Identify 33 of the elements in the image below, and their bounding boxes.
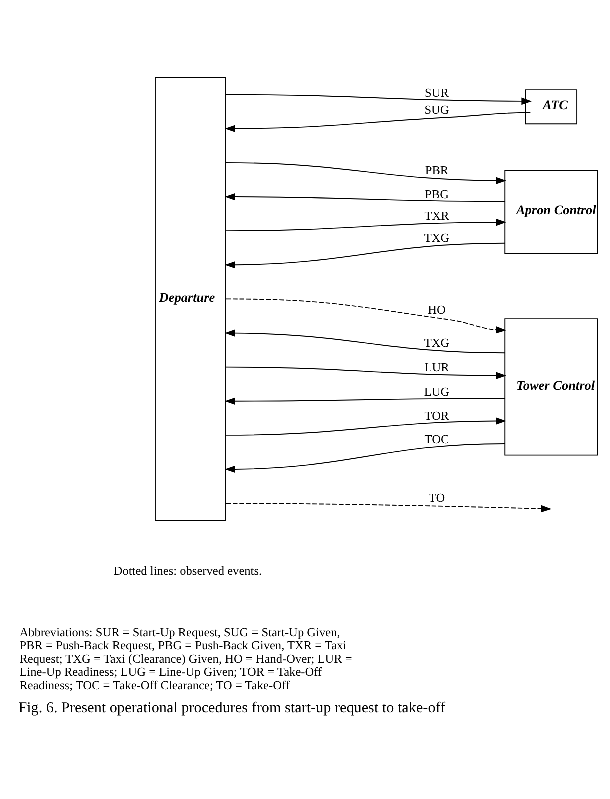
edge-label: SUR: [425, 86, 449, 100]
edge-label: TXG: [424, 336, 450, 350]
arrow: [225, 444, 506, 474]
node-box: Tower Control: [504, 318, 598, 456]
arrow: [225, 330, 506, 354]
arrow: [226, 162, 507, 185]
arrow: [225, 112, 532, 132]
edge-label: LUG: [424, 385, 450, 400]
arrow: [226, 503, 552, 513]
edge-label: TXG: [424, 230, 450, 245]
edge-label: TO: [428, 491, 446, 506]
edge-label: HO: [428, 302, 446, 317]
arrow: [226, 218, 507, 232]
node-box: Apron Control: [504, 170, 598, 254]
caption: Fig. 6. Present operational procedures from start-up request to take-off: [18, 700, 446, 717]
arrow: [226, 418, 507, 436]
node-box: Departure: [155, 77, 226, 522]
label: Abbreviations: SUR = Start-Up Request, SUG = Start-Up Given, PBR = Push-Back Request, PBG = Push-Back Given, TXR = Taxi Request; TXG = Taxi (Clearance) Given, HO = Hand-Over; LUR = Line-Up Readiness; LUG = Line-Up Given; TOR = Take-Off Readiness; TOC = Take-Off Clearance; TO = Take-Off: [20, 625, 352, 692]
edge-label: PBG: [425, 187, 449, 202]
arrow: [226, 94, 532, 106]
label: Dotted lines: observed events.: [114, 564, 262, 578]
node-box: ATC: [525, 90, 578, 125]
edge-label: SUG: [424, 103, 450, 118]
edge-label: LUR: [424, 360, 450, 374]
arrow: [225, 398, 506, 406]
arrow: [226, 298, 507, 334]
arrow: [226, 366, 507, 380]
edge-label: TOC: [424, 432, 450, 446]
edge-label: TXR: [424, 209, 450, 224]
arrow: [225, 242, 506, 269]
edge-label: PBR: [425, 164, 449, 178]
arrow: [225, 193, 506, 202]
edge-label: TOR: [424, 408, 450, 423]
